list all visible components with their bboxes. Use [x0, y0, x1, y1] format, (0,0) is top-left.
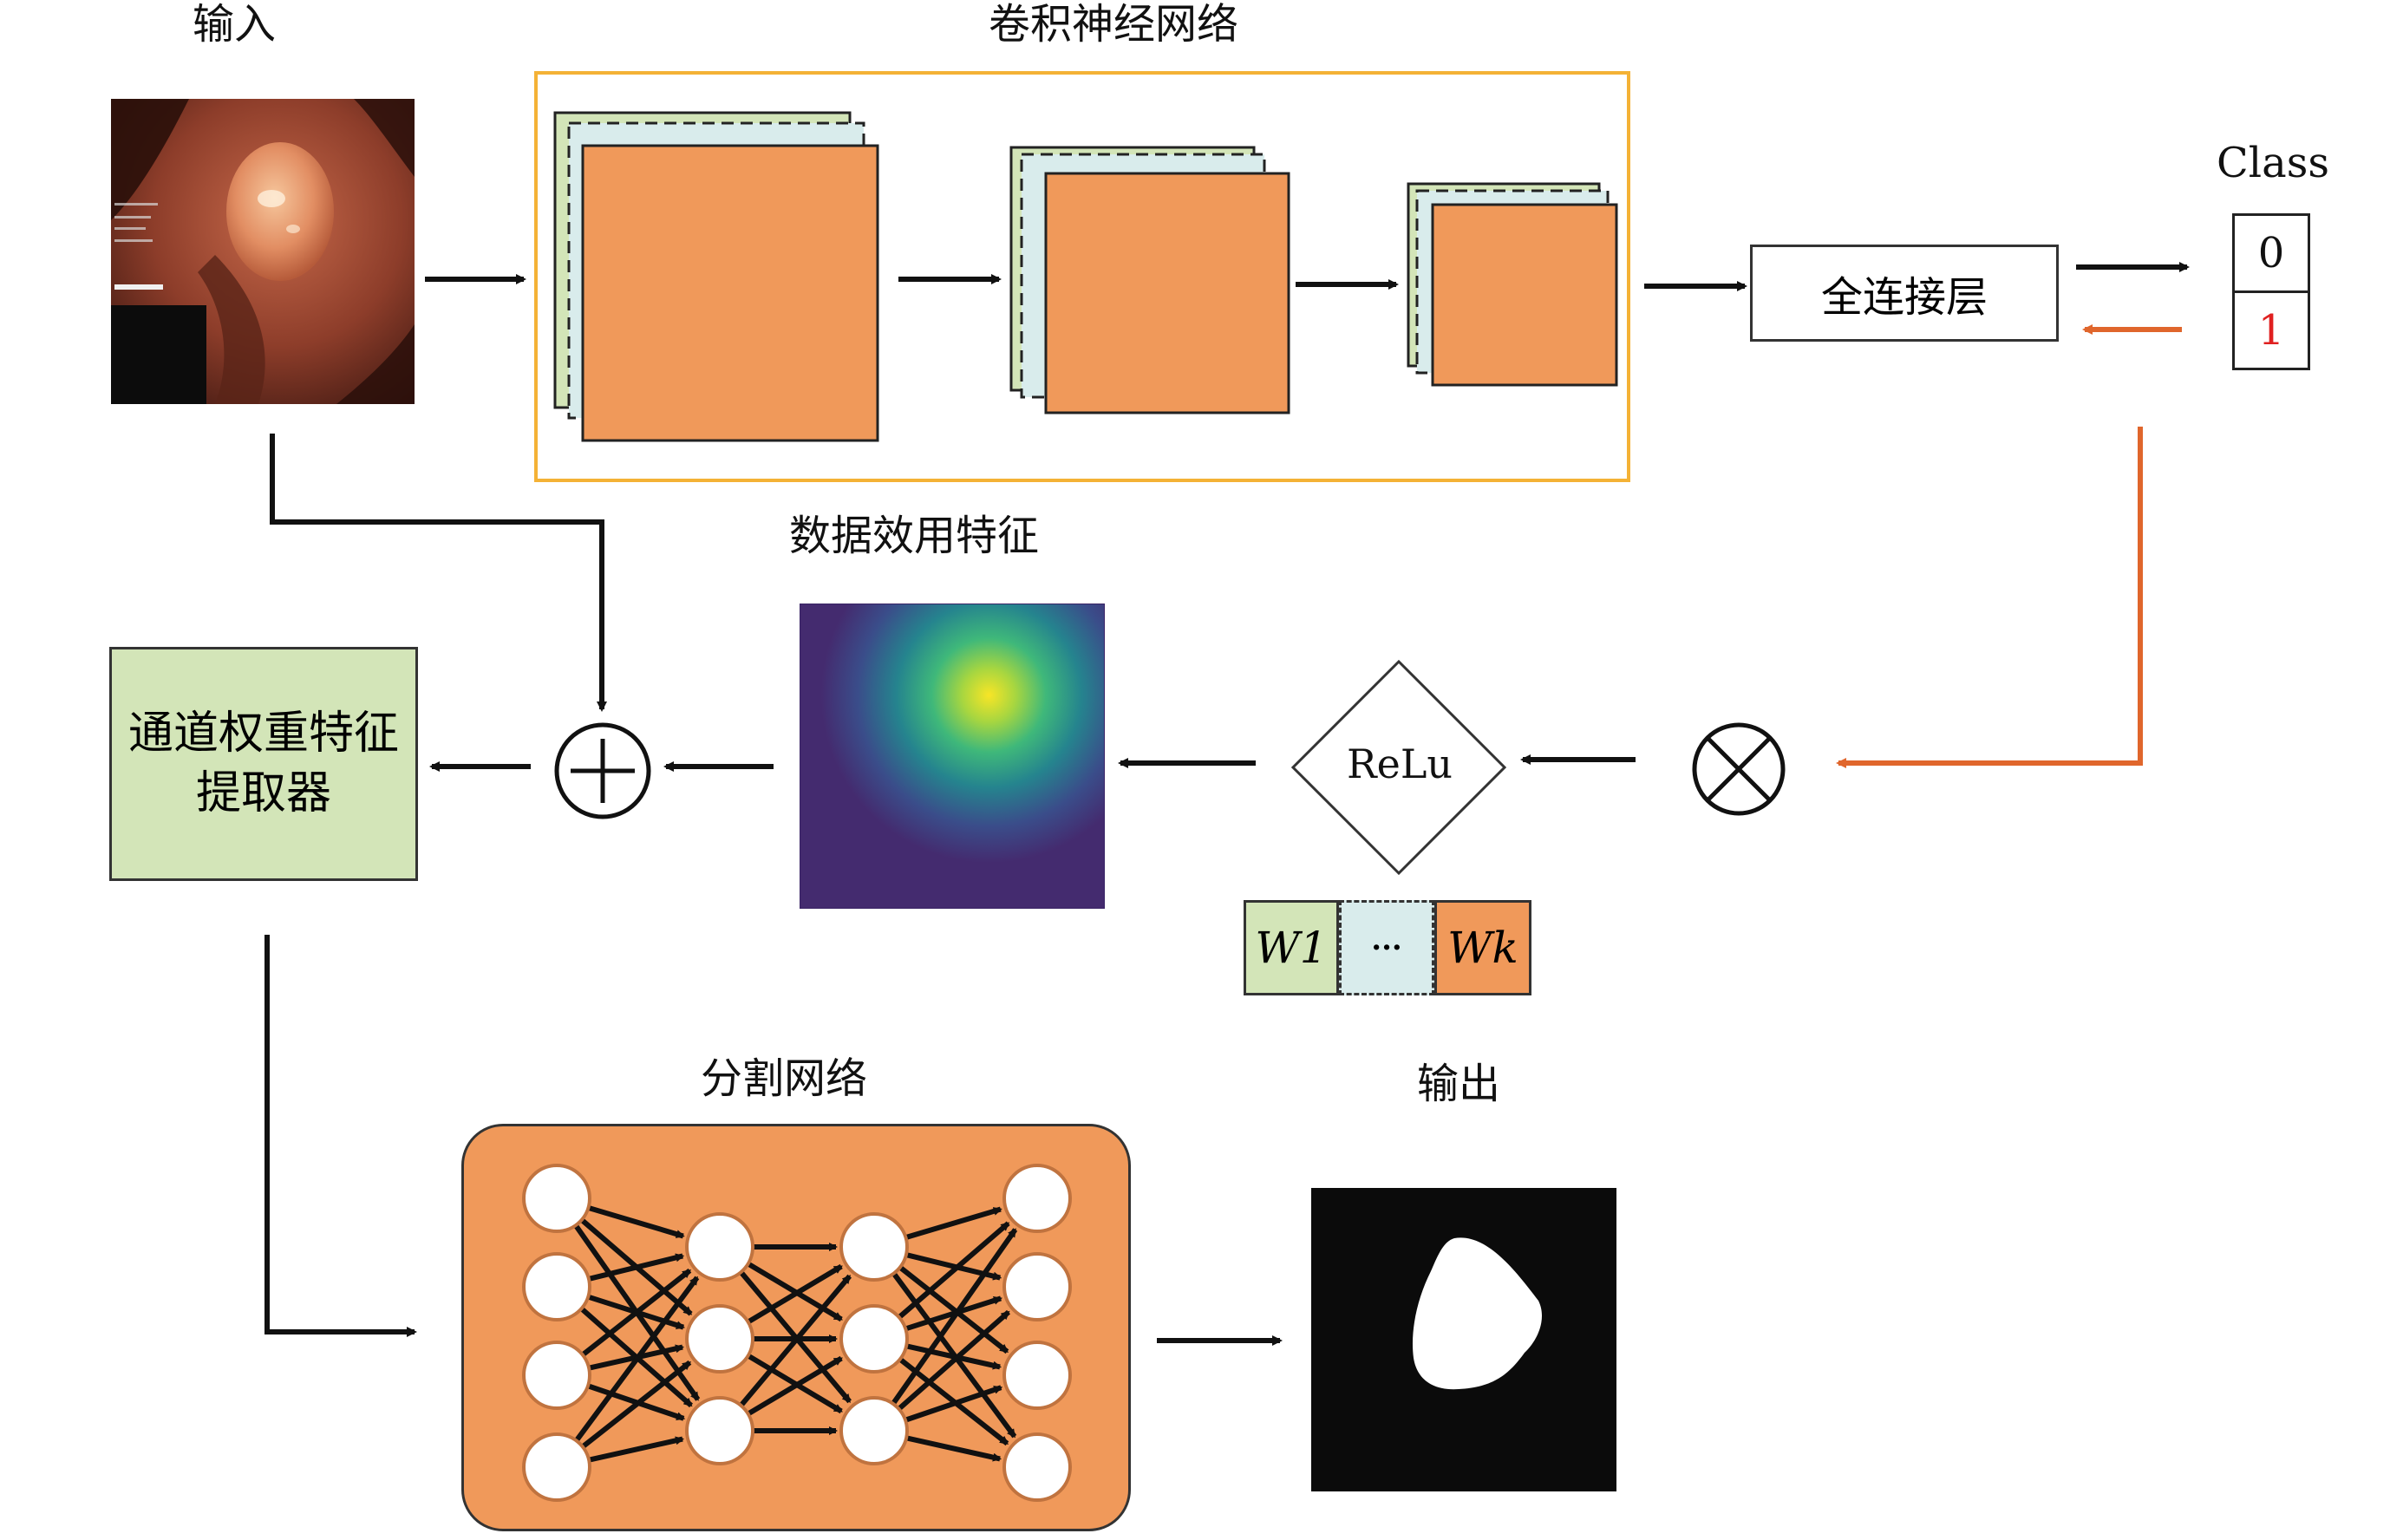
- output-mask-image: [1311, 1188, 1616, 1491]
- seg-net-edge: [747, 1355, 843, 1417]
- seg-net-node: [685, 1396, 754, 1465]
- seg-net-node: [685, 1304, 754, 1374]
- weight-w1-box: W1: [1244, 900, 1339, 995]
- weight-ellipsis: ···: [1371, 930, 1402, 965]
- seg-net-edge: [581, 1360, 692, 1449]
- seg-net-edge: [574, 1276, 700, 1443]
- seg-net-edge: [739, 1274, 852, 1407]
- seg-net-node: [522, 1432, 591, 1502]
- seg-net-node: [1002, 1164, 1072, 1233]
- seg-net-edge: [898, 1265, 1009, 1354]
- seg-net-edge: [588, 1253, 685, 1282]
- cnn-feature-maps: [553, 111, 1618, 442]
- seg-net-node: [522, 1164, 591, 1233]
- seg-net-node: [1002, 1432, 1072, 1502]
- seg-net-edge: [897, 1309, 1011, 1412]
- seg-net-edge: [904, 1206, 1002, 1241]
- class-box-1: 1: [2232, 290, 2310, 370]
- heatmap-image: [800, 604, 1105, 909]
- seg-net-edge: [747, 1263, 843, 1325]
- feature-stack-3: [1407, 182, 1618, 387]
- seg-net-node: [685, 1212, 754, 1282]
- class-value-0: 0: [2257, 229, 2285, 277]
- seg-net-node: [839, 1212, 909, 1282]
- seg-net-edge: [581, 1268, 692, 1357]
- seg-net-node: [839, 1304, 909, 1374]
- weight-wk-label: Wk: [1447, 923, 1518, 973]
- relu-diamond: [1290, 659, 1507, 876]
- fc-layer-box: 全连接层: [1750, 245, 2059, 342]
- weight-w1-label: W1: [1255, 923, 1328, 973]
- seg-net-node: [1002, 1252, 1072, 1321]
- seg-net-edge: [897, 1221, 1010, 1320]
- seg-net-node: [1002, 1341, 1072, 1410]
- weight-ellipsis-box: ···: [1339, 900, 1434, 995]
- feature-stack-2: [1009, 146, 1290, 414]
- extractor-label: 通道权重特征 提取器: [127, 708, 399, 819]
- seg-net-graph: [522, 1164, 1072, 1502]
- feature-stack-1: [553, 111, 879, 442]
- seg-net-label: 分割网络: [701, 1054, 868, 1103]
- seg-net-node: [839, 1396, 909, 1465]
- seg-net-edge: [905, 1435, 1002, 1462]
- class-value-1: 1: [2257, 306, 2285, 355]
- output-label: 输出: [1417, 1060, 1501, 1108]
- seg-net-edge: [905, 1343, 1002, 1370]
- relu-label: ReLu: [1347, 741, 1453, 787]
- seg-net-edge: [904, 1385, 1003, 1423]
- fc-layer-label: 全连接层: [1820, 273, 1988, 322]
- plus-operator-icon: [554, 722, 651, 819]
- cnn-container: [534, 71, 1630, 482]
- data-feature-label: 数据效用特征: [789, 512, 1040, 560]
- seg-net-edge: [891, 1228, 1018, 1406]
- cnn-label: 卷积神经网络: [989, 0, 1239, 49]
- multiply-operator-icon: [1692, 722, 1786, 816]
- input-label: 输入: [193, 0, 277, 49]
- class-label: Class: [2217, 139, 2329, 187]
- seg-net-node: [522, 1341, 591, 1410]
- input-endoscopy-image: [111, 99, 415, 404]
- seg-net-node: [522, 1252, 591, 1321]
- seg-net-edge: [587, 1204, 685, 1239]
- seg-net-edge: [588, 1436, 685, 1463]
- extractor-box: 通道权重特征 提取器: [109, 647, 418, 881]
- weight-wk-box: Wk: [1434, 900, 1531, 995]
